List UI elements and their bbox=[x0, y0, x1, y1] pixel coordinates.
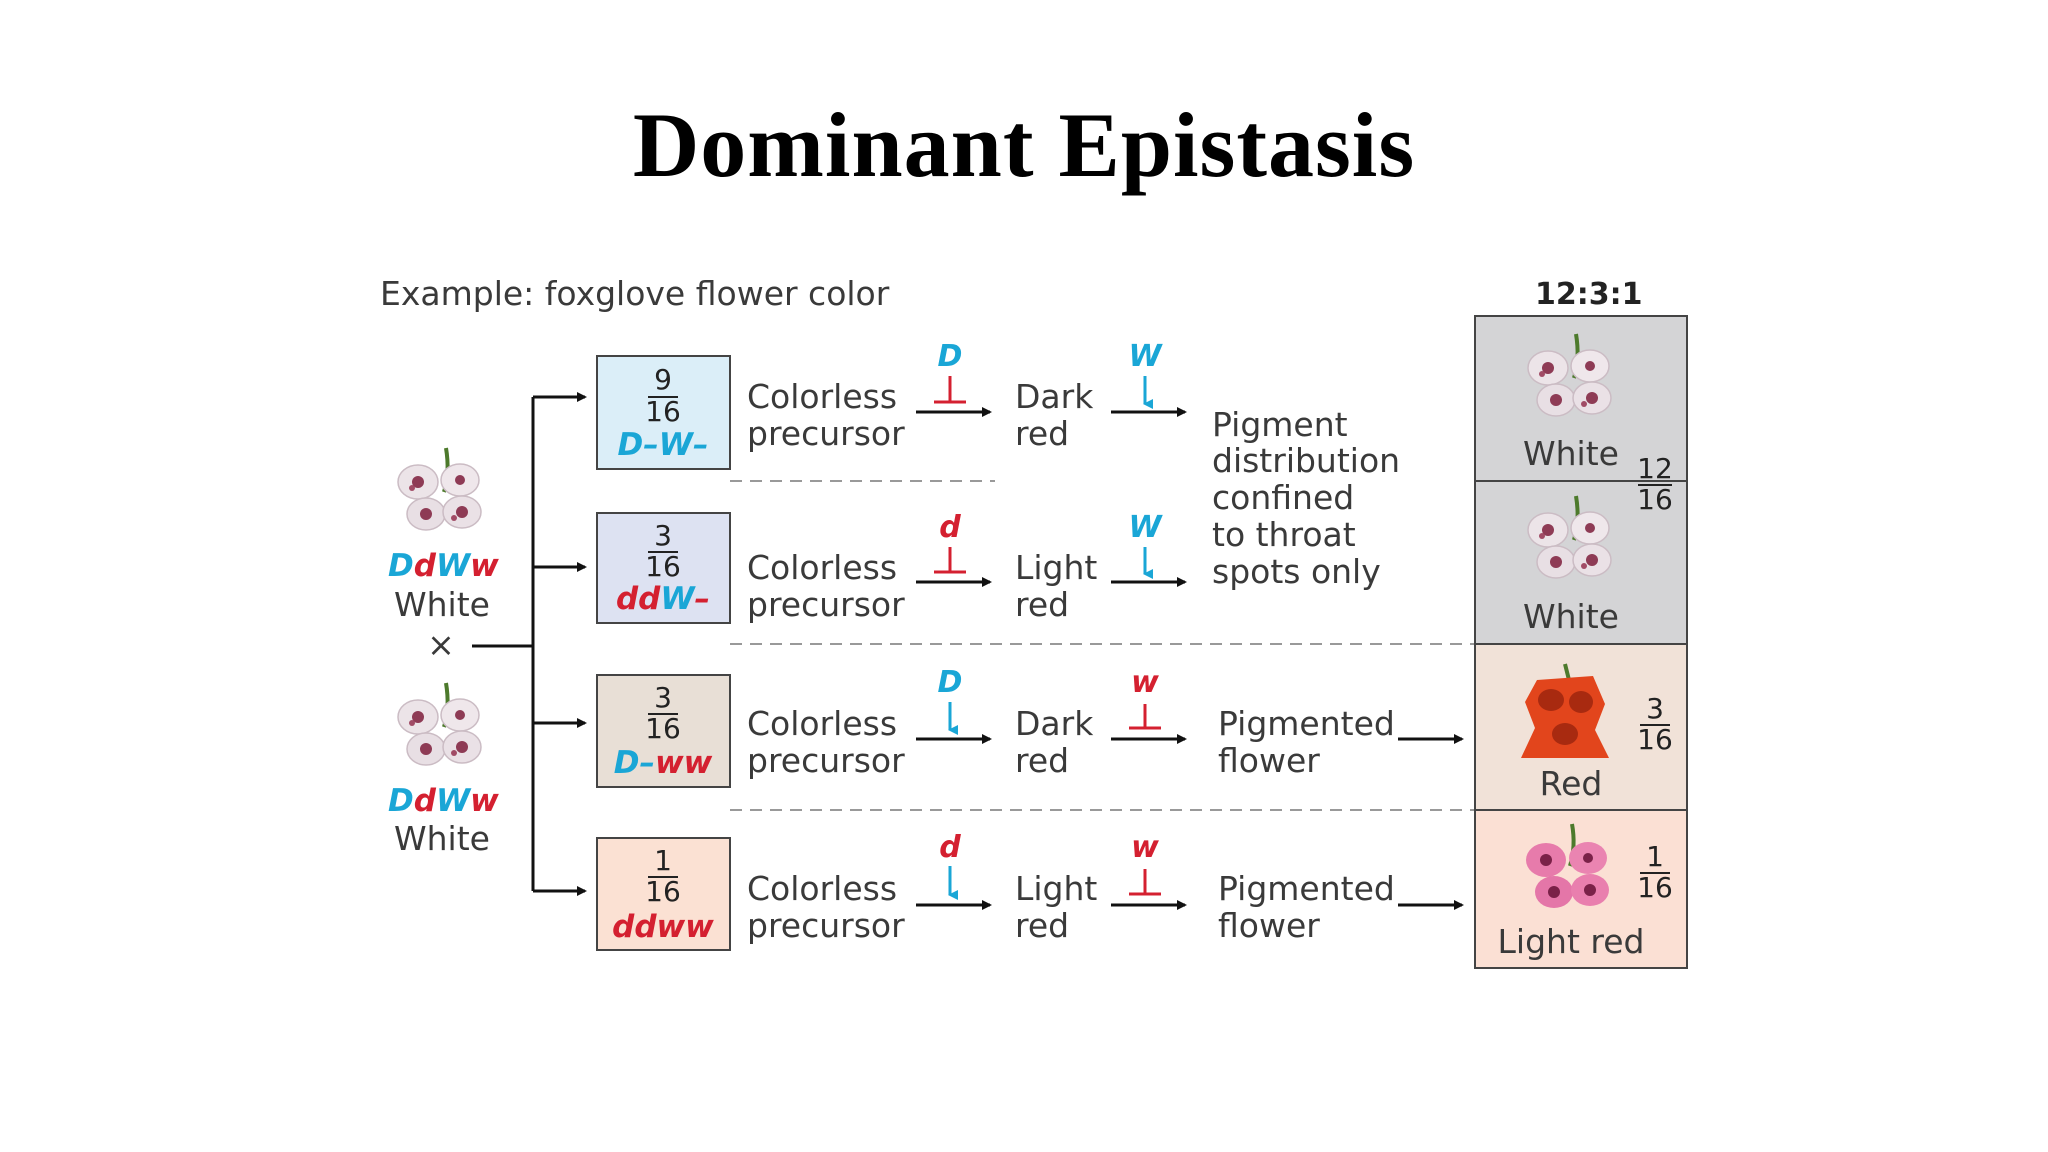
row2-frac-num: 3 bbox=[654, 519, 672, 552]
phenotype-label-4: Light red bbox=[1498, 922, 1645, 961]
row2-allele-a: dd bbox=[616, 581, 661, 617]
row3-frac-den: 16 bbox=[645, 712, 681, 745]
parent1-phenotype: White bbox=[394, 585, 490, 624]
row1-allele-a: D bbox=[618, 427, 644, 463]
row1-frac-den: 16 bbox=[645, 395, 681, 428]
parent2-allele-3: W bbox=[436, 783, 472, 819]
genotype-box-2 bbox=[596, 512, 731, 624]
row3-allele-a: D bbox=[614, 745, 640, 781]
row1-allele-a-rest: – bbox=[643, 427, 659, 463]
row3-enzyme-1: D bbox=[938, 665, 963, 700]
row3-genotype: D–ww bbox=[614, 745, 713, 781]
row4-frac-den: 16 bbox=[645, 875, 681, 908]
genotype-box-1 bbox=[596, 355, 731, 470]
row2-intermediate-2: red bbox=[1015, 585, 1069, 624]
row4-allele-a: dd bbox=[612, 909, 657, 945]
row1-frac-num: 9 bbox=[654, 363, 672, 396]
row3-result-2: flower bbox=[1218, 741, 1320, 780]
parent1-allele-3: W bbox=[436, 548, 472, 584]
row3-allele-b: ww bbox=[655, 745, 713, 781]
parent2-allele-2: d bbox=[414, 783, 437, 819]
row4-allele-b: ww bbox=[657, 909, 715, 945]
row3-frac-num: 3 bbox=[654, 681, 672, 714]
light-red-frac-num: 1 bbox=[1646, 840, 1664, 873]
row1-intermediate-1: Dark bbox=[1015, 377, 1094, 416]
white-frac-num: 12 bbox=[1637, 452, 1673, 485]
white-frac-den: 16 bbox=[1637, 483, 1673, 516]
shared-result-5: spots only bbox=[1212, 552, 1381, 591]
parent1-allele-2: d bbox=[414, 548, 437, 584]
parent1-allele-4: w bbox=[470, 548, 499, 584]
slide-title: Dominant Epistasis bbox=[632, 94, 1416, 196]
row1-allele-b-rest: – bbox=[693, 427, 709, 463]
parent2-genotype: DdWw bbox=[388, 783, 499, 819]
row3-intermediate-1: Dark bbox=[1015, 704, 1094, 743]
row4-precursor-1: Colorless bbox=[747, 869, 897, 908]
row2-precursor-2: precursor bbox=[747, 585, 905, 624]
row4-intermediate-2: red bbox=[1015, 906, 1069, 945]
row1-enzyme-2: W bbox=[1128, 339, 1163, 374]
row2-enzyme-1: d bbox=[939, 510, 961, 545]
row2-enzyme-2: W bbox=[1128, 510, 1163, 545]
row4-result-2: flower bbox=[1218, 906, 1320, 945]
row4-intermediate-1: Light bbox=[1015, 869, 1097, 908]
row3-precursor-1: Colorless bbox=[747, 704, 897, 743]
row4-frac-num: 1 bbox=[654, 844, 672, 877]
parent2-phenotype: White bbox=[394, 819, 490, 858]
shared-result-2: distribution bbox=[1212, 441, 1400, 480]
row2-precursor-1: Colorless bbox=[747, 548, 897, 587]
phenotype-label-2: White bbox=[1523, 597, 1619, 636]
row4-enzyme-1: d bbox=[939, 830, 961, 865]
row4-enzyme-2: w bbox=[1131, 830, 1159, 865]
phenotype-label-1: White bbox=[1523, 434, 1619, 473]
row3-precursor-2: precursor bbox=[747, 741, 905, 780]
row2-intermediate-1: Light bbox=[1015, 548, 1097, 587]
parent1-genotype: DdWw bbox=[388, 548, 499, 584]
cross-symbol: × bbox=[427, 625, 455, 664]
parent2-allele-1: D bbox=[388, 783, 414, 819]
row1-allele-b: W bbox=[659, 427, 695, 463]
parent1-allele-1: D bbox=[388, 548, 414, 584]
row3-enzyme-2: w bbox=[1131, 665, 1159, 700]
row1-precursor-1: Colorless bbox=[747, 377, 897, 416]
shared-result-3: confined bbox=[1212, 478, 1354, 517]
row1-precursor-2: precursor bbox=[747, 414, 905, 453]
row4-result-1: Pigmented bbox=[1218, 869, 1395, 908]
ratio-label: 12:3:1 bbox=[1535, 277, 1643, 312]
red-frac-num: 3 bbox=[1646, 692, 1664, 725]
genotype-box-3 bbox=[596, 674, 731, 788]
row3-result-1: Pigmented bbox=[1218, 704, 1395, 743]
row2-allele-b-rest: – bbox=[695, 581, 711, 617]
row1-enzyme-1: D bbox=[938, 339, 963, 374]
row4-genotype: ddww bbox=[612, 909, 714, 945]
example-caption: Example: foxglove flower color bbox=[380, 274, 890, 313]
row2-frac-den: 16 bbox=[645, 550, 681, 583]
parent2-flower-image bbox=[396, 681, 483, 767]
row3-allele-a-rest: – bbox=[639, 745, 655, 781]
row4-precursor-2: precursor bbox=[747, 906, 905, 945]
phenotype-label-3: Red bbox=[1540, 764, 1603, 803]
row1-intermediate-2: red bbox=[1015, 414, 1069, 453]
light-red-frac-den: 16 bbox=[1637, 871, 1673, 904]
row2-genotype: ddW– bbox=[616, 581, 710, 617]
genotype-box-4 bbox=[596, 837, 731, 951]
row3-intermediate-2: red bbox=[1015, 741, 1069, 780]
row2-allele-b: W bbox=[660, 581, 696, 617]
row1-genotype: D–W– bbox=[618, 427, 709, 463]
shared-result-4: to throat bbox=[1212, 515, 1356, 554]
shared-result-1: Pigment bbox=[1212, 405, 1348, 444]
parent1-flower-image bbox=[396, 446, 483, 532]
red-frac-den: 16 bbox=[1637, 723, 1673, 756]
parent2-allele-4: w bbox=[470, 783, 499, 819]
